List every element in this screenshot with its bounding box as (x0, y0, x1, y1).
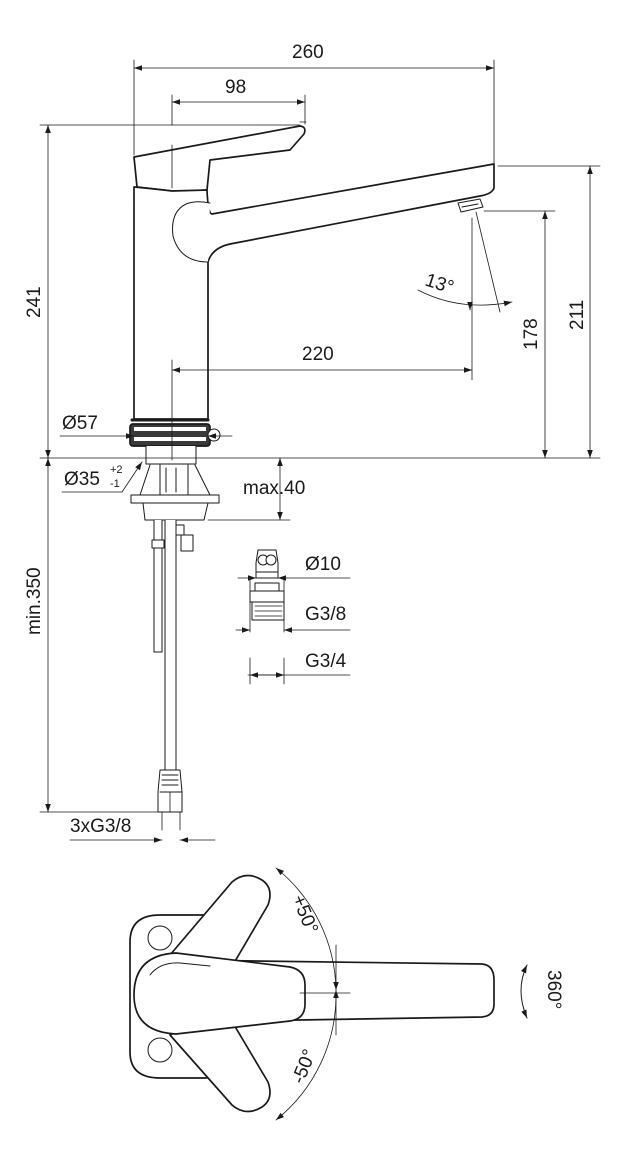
dim-thread-small: G3/8 (305, 604, 346, 625)
flange-screw (207, 428, 221, 442)
dim-overall-height: 241 (24, 286, 45, 318)
lever-position-plus (169, 874, 271, 981)
dim-hole-tol-upper: +2 (110, 464, 123, 476)
lever-handle (133, 125, 306, 193)
dim-spout-rotation: 360° (543, 970, 564, 1009)
hose-center (164, 519, 177, 771)
dim-hole-tol-lower: -1 (110, 478, 120, 490)
dim-hose-connections: 3xG3/8 (70, 816, 131, 837)
dim-hole-diameter: Ø35 (64, 469, 100, 490)
threaded-rod (159, 464, 189, 496)
dimension-lines (39, 59, 601, 843)
mounting-sleeve (145, 445, 197, 465)
dim-aerator-height: 178 (521, 318, 542, 350)
lever-position-minus (169, 1007, 271, 1113)
faucet-top-view (129, 867, 528, 1121)
compression-fitting (249, 549, 285, 621)
lever-position-center (133, 952, 306, 1035)
dim-rotation-plus: +50° (287, 892, 321, 937)
dim-min-hose: min.350 (24, 567, 45, 635)
dim-spout-height: 211 (567, 300, 588, 330)
dim-lever-length: 98 (225, 77, 246, 98)
dim-thread-large: G3/4 (305, 651, 347, 672)
mounting-plate (130, 494, 220, 504)
spout-highlight (172, 201, 211, 263)
dim-max-deck: max.40 (243, 478, 305, 499)
dim-base-diameter: Ø57 (62, 413, 98, 434)
dim-rotation-minus: -50° (288, 1046, 321, 1086)
dim-overall-length: 260 (292, 42, 324, 63)
faucet-side-view (129, 125, 495, 813)
dim-compression-diameter: Ø10 (305, 554, 341, 575)
dim-spout-reach: 220 (302, 344, 334, 365)
spout-body (133, 163, 495, 420)
hose-left (153, 519, 163, 653)
